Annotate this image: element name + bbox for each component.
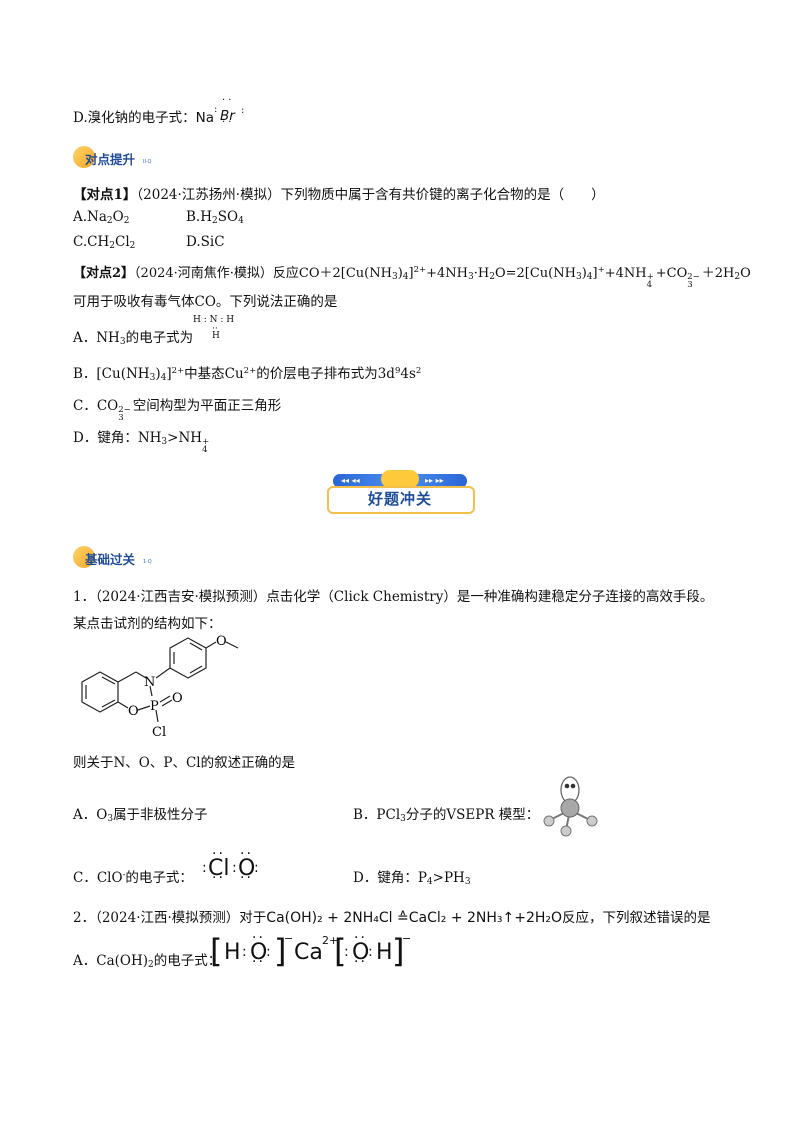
- option-d-nabr: D.溴化钠的电子式：Na : Br ·· ·· :: [73, 95, 248, 128]
- question-1-line2: 某点击试剂的结构如下：: [73, 616, 222, 632]
- dui1-option-d: D.SiC: [186, 234, 225, 250]
- caoh2-electron-formula: [ H : O ·· ·· : ] − Ca 2+ [ : O ·· ·· : …: [210, 930, 412, 970]
- nh3-electron-formula: H : N : H ·· H: [193, 315, 235, 341]
- question-1-stem: 则关于N、O、P、Cl的叙述正确的是: [73, 755, 296, 771]
- vsepr-model-image: [543, 776, 598, 837]
- q1-option-b: B．PCl3分子的VSEPR 模型：: [353, 807, 540, 824]
- click-reagent-structure: N O P O Cl O: [81, 634, 239, 740]
- svg-text:Cl: Cl: [152, 725, 166, 740]
- dui2-option-a: A．NH3的电子式为: [73, 330, 194, 347]
- svg-text:O: O: [128, 704, 139, 719]
- svg-text:N: N: [144, 675, 155, 690]
- question-1-line1: 1．（2024·江西吉安·模拟预测）点击化学（Click Chemistry）是…: [73, 589, 714, 605]
- q1-option-c: C．ClO-的电子式：: [73, 870, 193, 886]
- svg-text:P: P: [150, 699, 159, 714]
- svg-text:O: O: [172, 691, 183, 706]
- dui1-option-b: B.H2SO4: [186, 209, 244, 226]
- banner-good-questions: ◂◂ ◂◂ ▸▸ ▸▸ 好题冲关: [327, 470, 475, 514]
- dui2-option-b: B．[Cu(NH3)4]2+中基态Cu2+的价层电子排布式为3d94s2: [73, 366, 422, 383]
- question-2: 2．（2024·江西·模拟预测）对于Ca(OH)₂ + 2NH₄Cl ≙CaCl…: [73, 910, 711, 926]
- q1-option-a: A．O3属于非极性分子: [73, 807, 208, 824]
- section-tag-practice: 对点提升 II·Q: [73, 146, 163, 168]
- dui1-option-c: C.CH2Cl2: [73, 234, 136, 251]
- dui2-option-d: D．键角：NH3>NH+4: [73, 430, 210, 455]
- question-dui1: 【对点1】（2024·江苏扬州·模拟）下列物质中属于含有共价键的离子化合物的是（…: [73, 187, 605, 203]
- svg-text:O: O: [216, 634, 227, 649]
- clo-electron-formula: Cl : ·· ·· : O ·· ·· :: [202, 846, 259, 886]
- br-electron-formula: : Br ·· ·· :: [214, 95, 245, 128]
- q1-option-d: D．键角：P4>PH3: [353, 870, 471, 887]
- question-dui2-line2: 可用于吸收有毒气体CO。下列说法正确的是: [73, 294, 338, 310]
- question-dui2-line1: 【对点2】（2024·河南焦作·模拟）反应CO＋2[Cu(NH3)4]2++4N…: [73, 265, 751, 290]
- dui1-option-a: A.Na2O2: [73, 209, 130, 226]
- q2-option-a: A．Ca(OH)2的电子式：: [73, 953, 222, 970]
- section-tag-basics: 基础过关 1·Q: [73, 546, 163, 568]
